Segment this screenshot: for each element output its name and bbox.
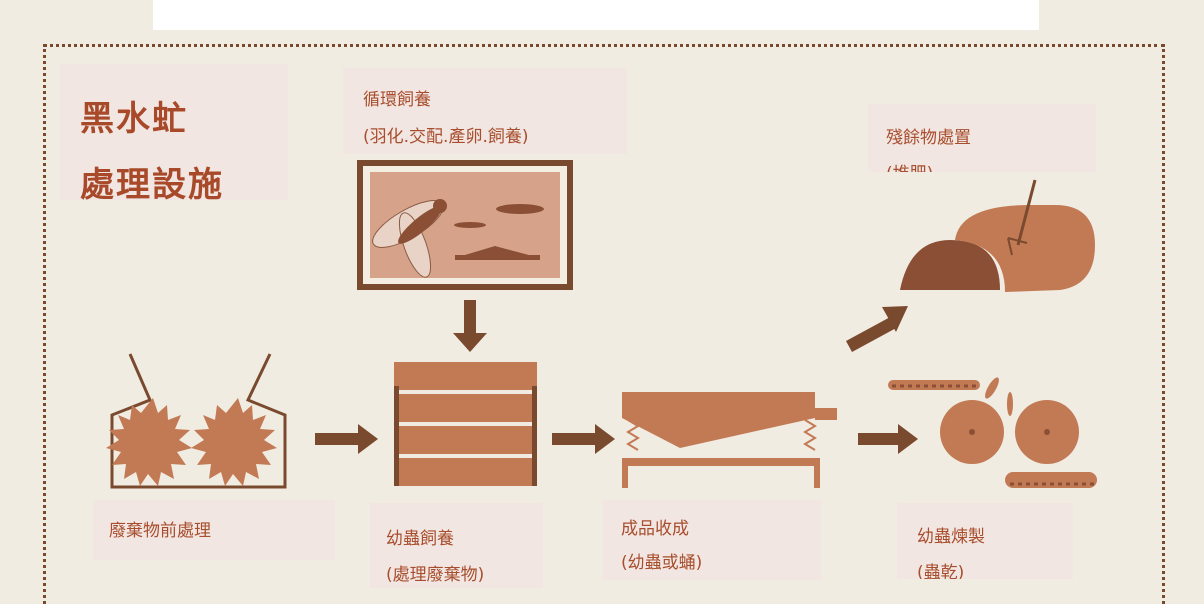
step-process-label: 幼蟲煉製 (蟲乾) [897,503,1073,579]
top-banner [153,0,1039,30]
rearing-rack-icon [394,362,537,486]
title-line1: 黑水虻 [80,99,188,139]
step-process-title: 幼蟲煉製 [917,527,985,547]
shredder-icon [106,353,287,489]
step-residue-title: 殘餘物處置 [886,128,971,148]
page-title: 黑水虻 處理設施 [60,64,288,200]
step-pretreat-label: 廢棄物前處理 [93,500,335,560]
step-cycle-subtitle: (羽化.交配.產卵.飼養) [363,127,529,147]
step-residue-label: 殘餘物處置 (堆肥) [868,104,1096,172]
arrow-right-icon [315,424,918,454]
step-harvest-title: 成品收成 [621,519,689,539]
sieve-icon [622,392,837,488]
step-pretreat-title: 廢棄物前處理 [109,521,211,541]
step-harvest-label: 成品收成 (幼蟲或蛹) [603,500,821,580]
step-residue-subtitle: (堆肥) [886,156,1096,172]
step-larva-title: 幼蟲飼養 [386,529,454,549]
step-larva-label: 幼蟲飼養 (處理廢棄物) [370,503,543,588]
dotted-frame [43,44,1165,604]
fly-larvae-frame-icon [357,160,573,290]
roller-dryer-icon [888,377,1097,488]
step-harvest-subtitle: (幼蟲或蛹) [621,553,703,573]
step-cycle-label: 循環飼養 (羽化.交配.產卵.飼養) [343,68,627,154]
arrow-diagonal-icon [846,306,908,352]
step-cycle-title: 循環飼養 [363,90,431,110]
title-line2: 處理設施 [80,165,224,200]
step-process-subtitle: (蟲乾) [917,563,965,579]
compost-pile-icon [900,179,1095,292]
step-larva-subtitle: (處理廢棄物) [386,565,485,585]
arrow-down-icon [453,300,487,352]
